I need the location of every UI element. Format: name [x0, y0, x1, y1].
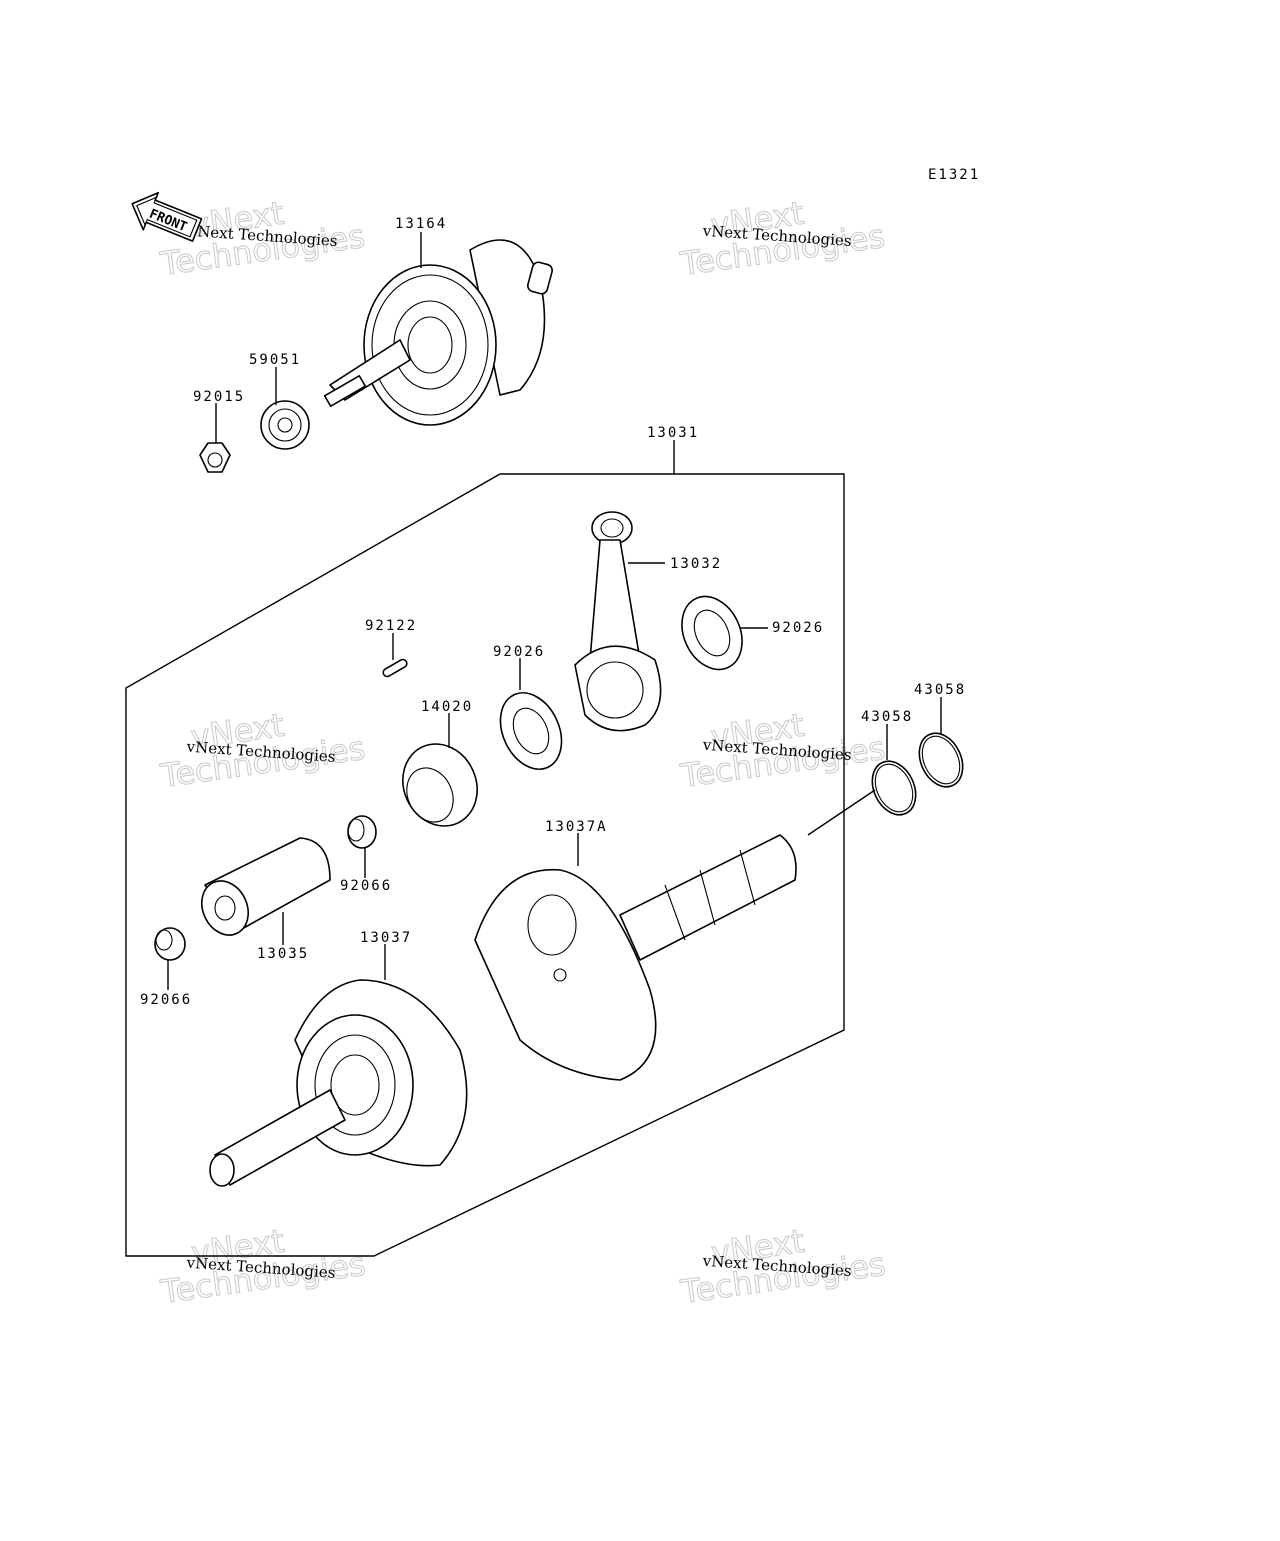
ring-43058-inner — [871, 760, 917, 816]
label-13035: 13035 — [257, 946, 309, 962]
label-13037A: 13037A — [545, 819, 608, 835]
label-43058-inner: 43058 — [861, 709, 913, 725]
ring-43058-outer — [918, 732, 964, 788]
pin-92122 — [382, 658, 408, 678]
needle-bearing-14020 — [402, 743, 478, 827]
balancer-shaft-13164 — [323, 239, 553, 426]
label-59051: 59051 — [249, 352, 301, 368]
label-92026-right: 92026 — [772, 620, 824, 636]
front-arrow-icon: FRONT — [131, 191, 203, 242]
label-13037: 13037 — [360, 930, 412, 946]
bushing-92066-lower — [154, 927, 186, 961]
crank-pin-13035 — [201, 837, 331, 936]
washer-92026-left — [499, 692, 563, 770]
bushing-92066-upper — [347, 815, 377, 849]
crankshaft-half-13037A — [474, 834, 797, 1081]
label-92066-lower: 92066 — [140, 992, 192, 1008]
label-92122: 92122 — [365, 618, 417, 634]
connecting-rod-13032 — [574, 511, 662, 732]
label-13164: 13164 — [395, 216, 447, 232]
label-43058-outer: 43058 — [914, 682, 966, 698]
nut-92015 — [199, 442, 231, 473]
label-92015: 92015 — [193, 389, 245, 405]
crankshaft-half-13037 — [209, 979, 468, 1187]
label-92066-upper: 92066 — [340, 878, 392, 894]
label-13031: 13031 — [647, 425, 699, 441]
washer-92026-right — [681, 595, 743, 671]
leader-lines — [167, 232, 942, 990]
gear-59051 — [260, 400, 310, 450]
label-92026-left: 92026 — [493, 644, 545, 660]
diagram-code: E1321 — [928, 167, 980, 183]
label-14020: 14020 — [421, 699, 473, 715]
assembly-outline — [125, 473, 845, 1257]
label-13032: 13032 — [670, 556, 722, 572]
